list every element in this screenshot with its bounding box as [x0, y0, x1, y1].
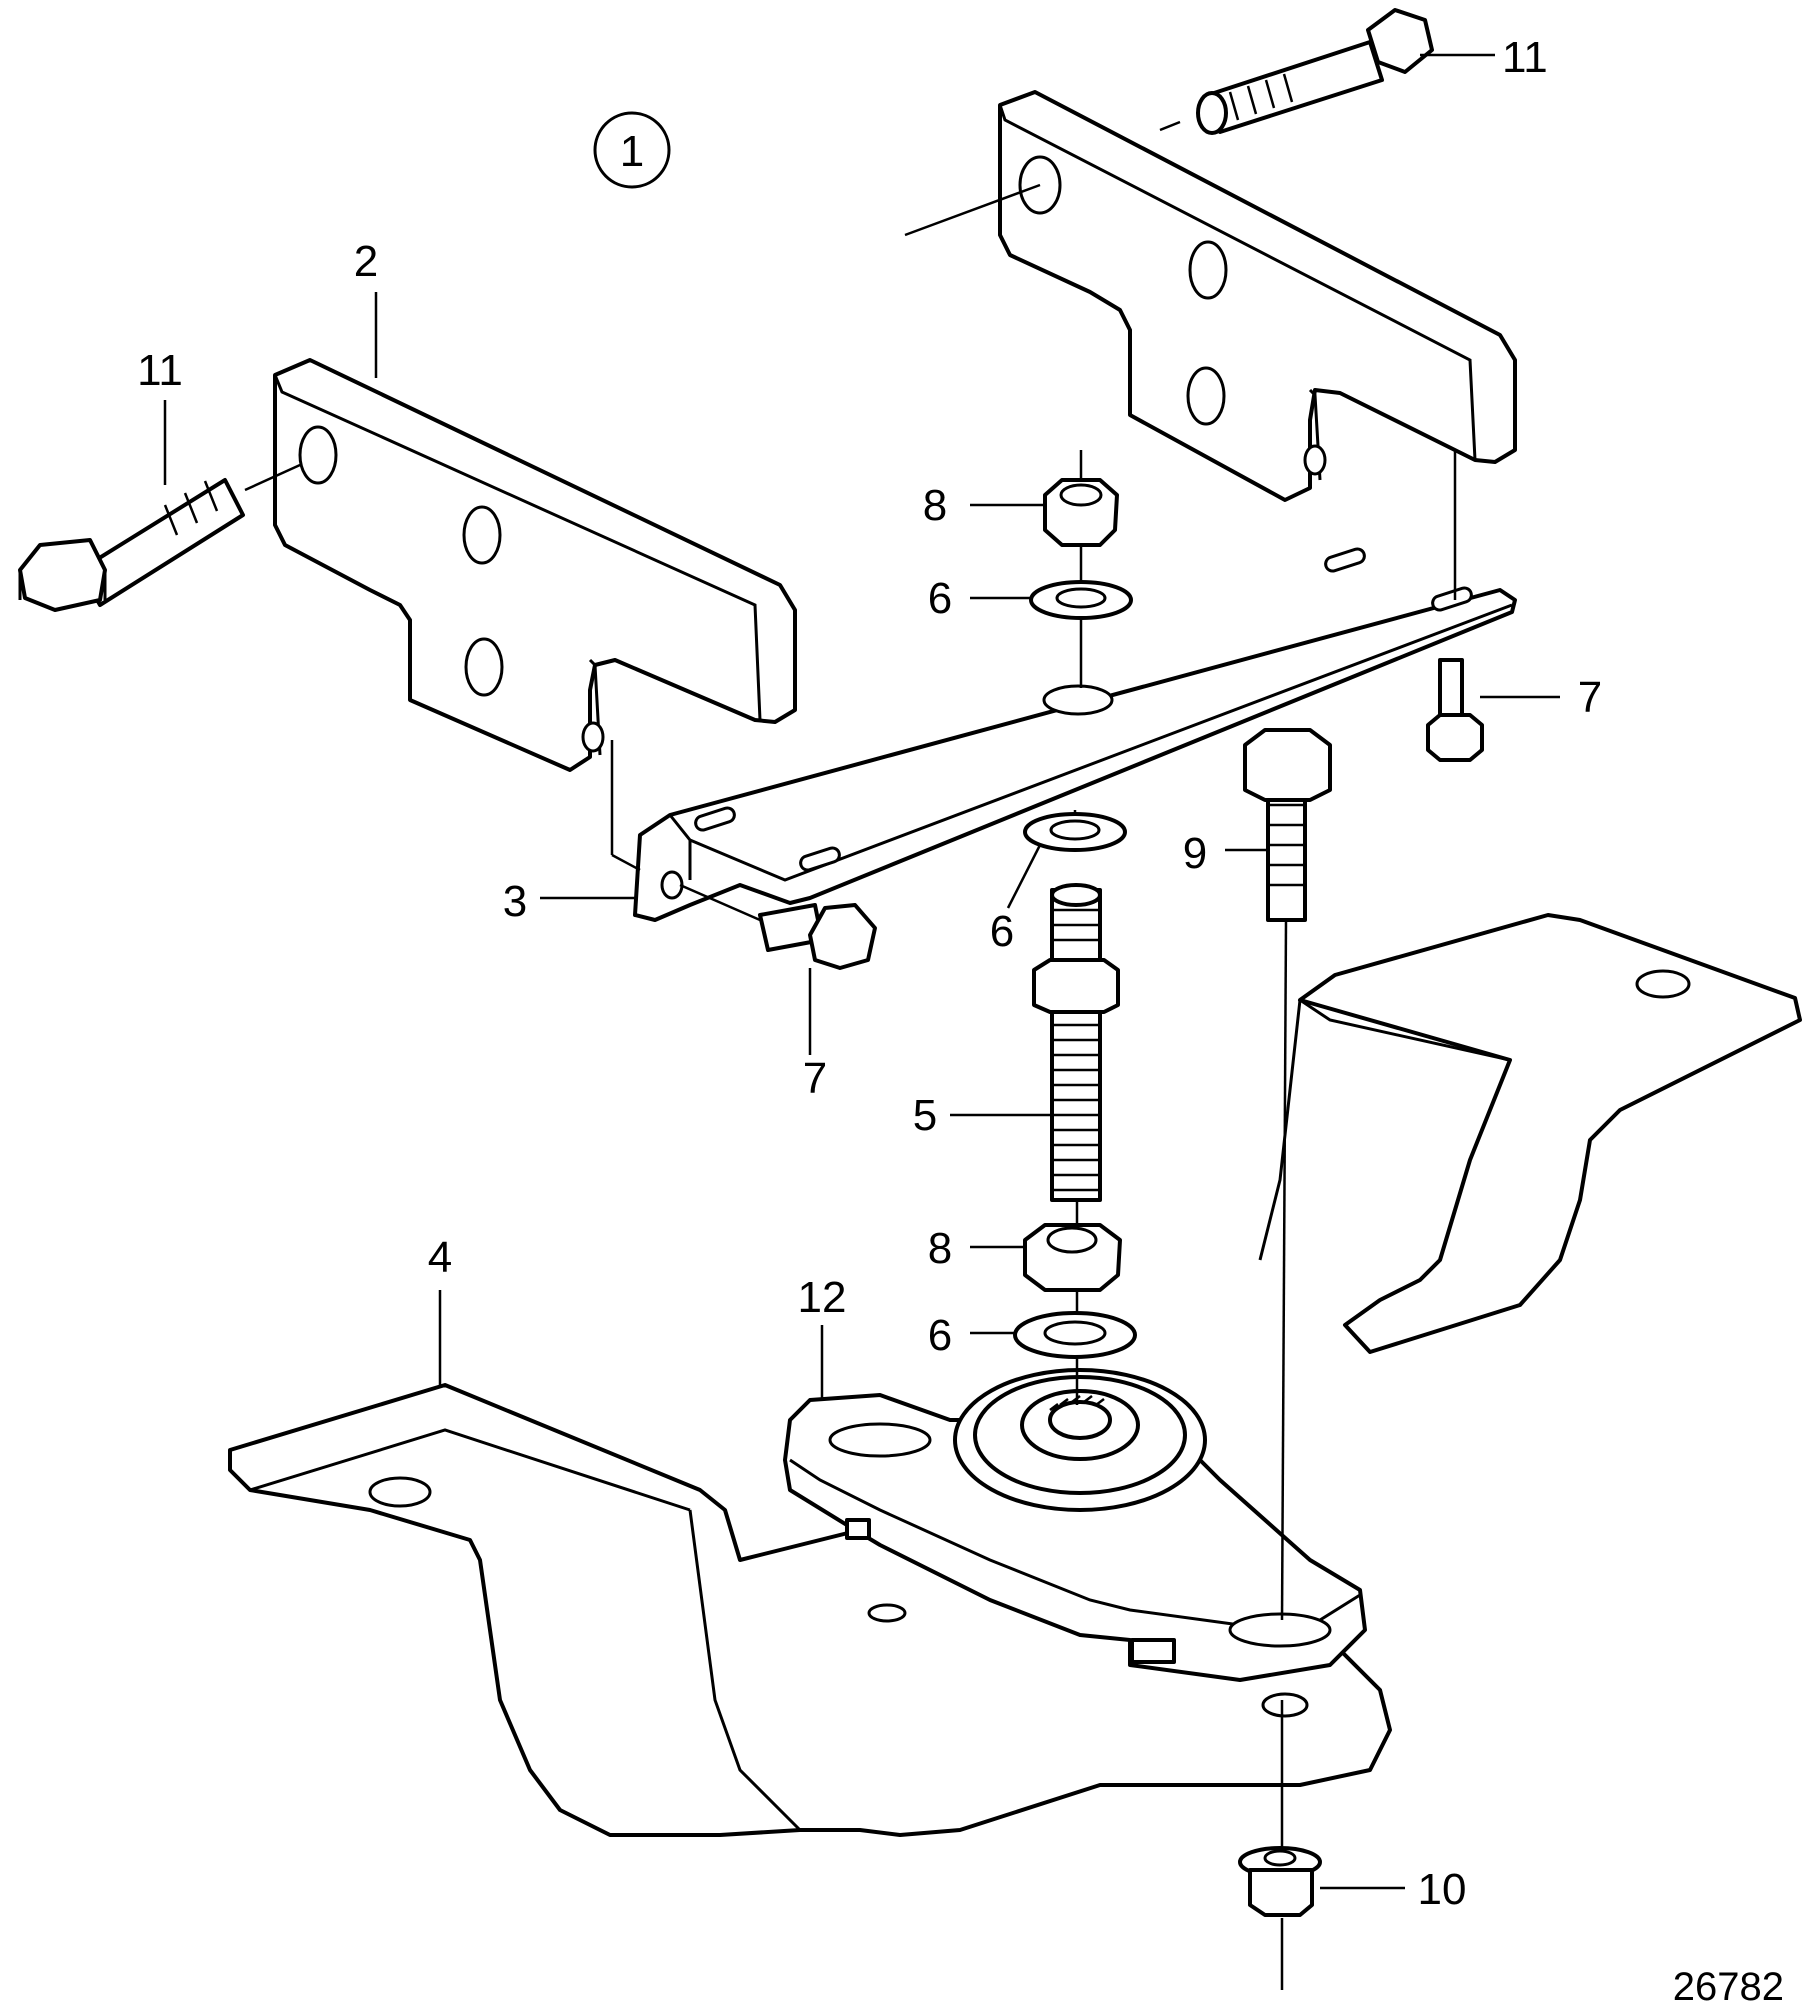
view-marker: 1 — [593, 111, 671, 189]
washer-6-middle — [1023, 812, 1127, 852]
upper-right-block — [998, 90, 1517, 502]
callout-4: 4 — [428, 1233, 452, 1282]
callout-12: 12 — [798, 1273, 847, 1322]
callout-8-upper: 8 — [923, 481, 947, 530]
callout-7-right: 7 — [1578, 673, 1602, 722]
callout-leaders — [163, 53, 1560, 1890]
nut-8-upper — [1043, 478, 1119, 547]
assembly-lines — [244, 120, 1457, 1990]
callout-10: 10 — [1418, 1865, 1467, 1914]
screw-11-top — [1196, 8, 1434, 135]
callout-11-left: 11 — [137, 346, 183, 395]
callout-7-left: 7 — [803, 1054, 827, 1103]
washer-6-lower — [1013, 1311, 1137, 1359]
view-marker-text: 1 — [620, 127, 644, 176]
callout-11-top: 11 — [1502, 33, 1548, 82]
callout-9: 9 — [1183, 829, 1207, 878]
flange-nut-10 — [1238, 1846, 1322, 1917]
bar-slots — [694, 547, 1473, 872]
callout-6-middle: 6 — [990, 907, 1014, 956]
callout-6-lower: 6 — [928, 1311, 952, 1360]
upper-left-block — [273, 358, 797, 772]
callout-labels: 11 2 11 8 6 7 3 9 6 7 5 4 8 12 6 10 — [137, 33, 1602, 1914]
screw-11-left — [18, 478, 245, 612]
stud-5 — [1032, 883, 1120, 1202]
figure-number: 26782 — [1673, 1965, 1784, 2009]
screw-7-right — [1426, 658, 1484, 762]
callout-8-lower: 8 — [928, 1224, 952, 1273]
callout-2: 2 — [354, 237, 378, 286]
nut-8-lower — [1023, 1223, 1122, 1292]
rubber-mount — [783, 1368, 1367, 1682]
screw-7-left — [758, 903, 877, 970]
callout-5: 5 — [913, 1091, 937, 1140]
base-bracket — [228, 913, 1802, 1837]
callout-3: 3 — [503, 877, 527, 926]
screw-9 — [1243, 728, 1332, 922]
callout-6-upper: 6 — [928, 574, 952, 623]
washer-6-upper — [1029, 580, 1133, 620]
